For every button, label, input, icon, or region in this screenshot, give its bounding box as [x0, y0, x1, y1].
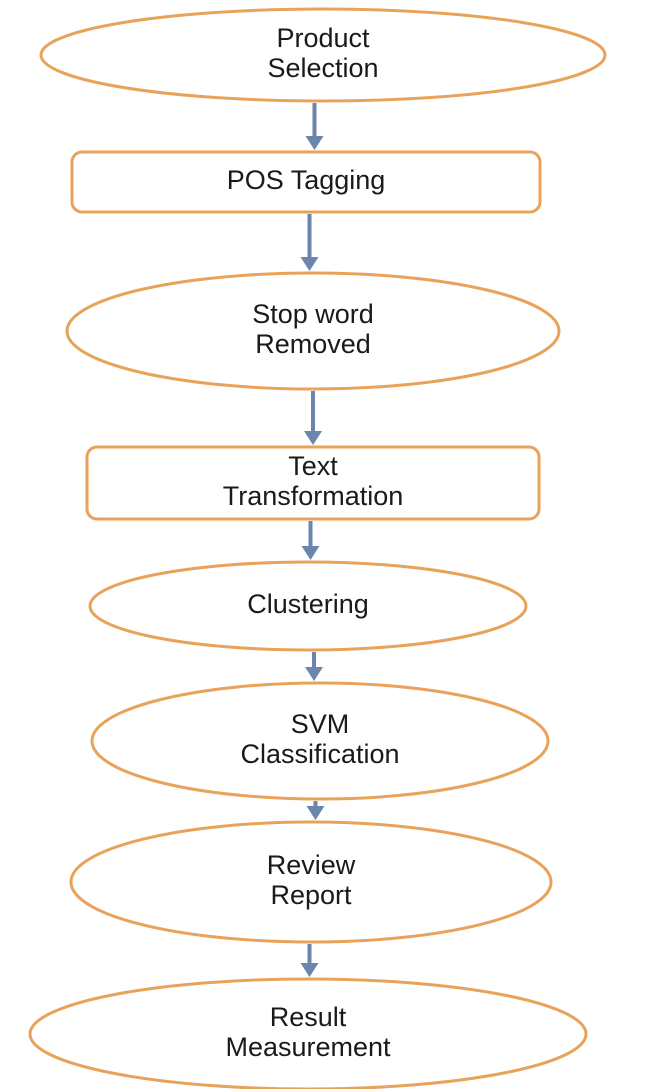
arrow-review-report-to-result-measurement	[300, 944, 319, 977]
arrow-pos-tagging-to-stop-word-removed	[300, 214, 319, 271]
process-box	[85, 445, 541, 521]
edges-layer	[300, 103, 325, 977]
node-label: Stop word	[252, 299, 374, 329]
arrow-head	[306, 806, 325, 820]
terminal-ellipse	[65, 271, 561, 391]
arrow-product-selection-to-pos-tagging	[305, 103, 324, 150]
node-label: Report	[270, 880, 352, 910]
terminal-ellipse	[28, 977, 588, 1089]
node-label: SVM	[291, 709, 350, 739]
node-label: Removed	[255, 329, 371, 359]
terminal-ellipse	[90, 681, 550, 801]
node-label: Measurement	[225, 1032, 391, 1062]
node-pos-tagging: POS Tagging	[70, 150, 542, 214]
arrow-svm-classification-to-review-report	[306, 801, 325, 820]
node-label: Product	[276, 23, 370, 53]
terminal-ellipse	[69, 820, 553, 944]
node-label: POS Tagging	[227, 165, 386, 195]
node-label: Review	[267, 850, 356, 880]
node-label: Classification	[240, 739, 399, 769]
arrow-head	[305, 136, 324, 150]
arrow-head	[304, 431, 322, 445]
arrow-text-transformation-to-clustering	[301, 521, 320, 560]
node-label: Text	[288, 451, 338, 481]
arrow-head	[305, 667, 323, 681]
arrow-clustering-to-svm-classification	[305, 652, 323, 681]
node-label: Clustering	[247, 589, 369, 619]
node-label: Result	[270, 1002, 347, 1032]
arrow-head	[300, 257, 319, 271]
process-box	[70, 150, 542, 214]
arrow-head	[300, 963, 319, 977]
terminal-ellipse	[88, 560, 528, 652]
terminal-ellipse	[39, 7, 607, 103]
node-clustering: Clustering	[88, 560, 528, 652]
node-label: Selection	[267, 53, 378, 83]
node-label: Transformation	[223, 481, 404, 511]
arrow-stop-word-removed-to-text-transformation	[304, 391, 322, 445]
arrow-head	[301, 546, 320, 560]
